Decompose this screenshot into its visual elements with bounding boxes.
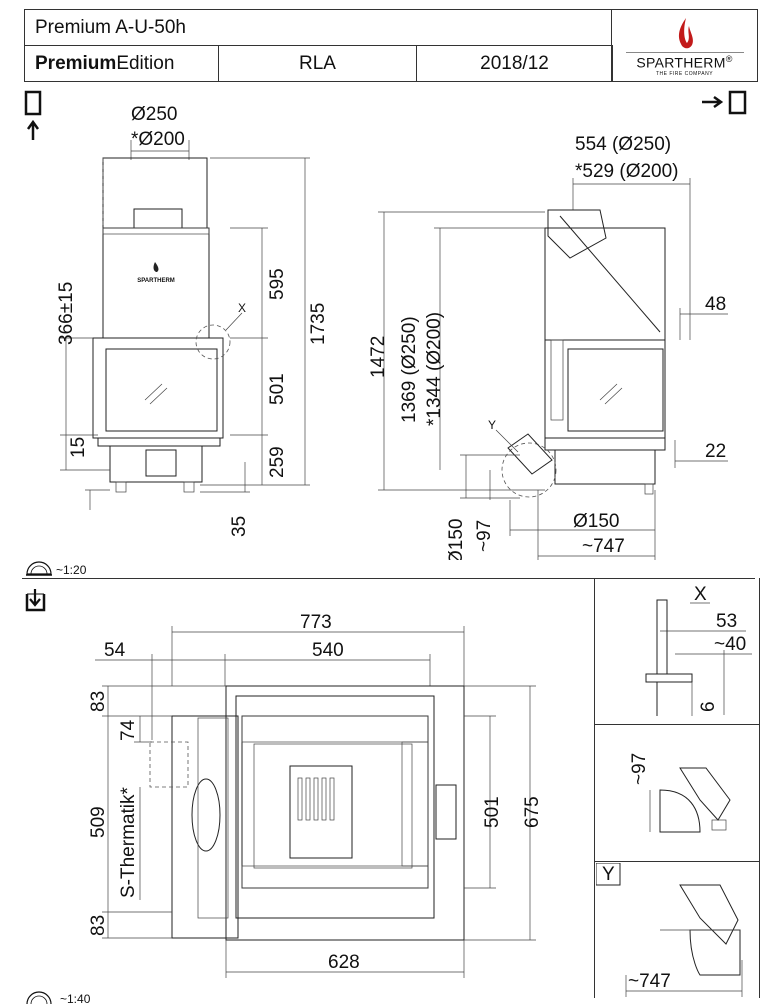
detail-y-drawing: Y ~747 [596,863,743,997]
edition-rest: Edition [116,52,175,74]
dim-1369: 1369 (Ø250) [399,316,420,423]
dim-554: 554 (Ø250) [575,134,671,155]
date-cell: 2018/12 [416,45,613,82]
dim-83-bottom: 83 [88,915,109,936]
brand-name: SPARTHERM® [636,54,733,71]
front-view-icon [24,90,42,140]
brand-cell: SPARTHERM® THE FIRE COMPANY [611,9,758,82]
plan-view-drawing: 773 54 540 83 74 509 S-Thermatik* [88,612,543,978]
scale-label: ~1:20 [56,563,87,577]
dim-509: 509 [88,806,109,838]
dim-595: 595 [267,268,288,300]
dim-35: 35 [229,516,250,537]
dim-74: 74 [118,719,139,741]
variant: RLA [299,52,336,74]
dim-1344: *1344 (Ø200) [424,312,445,426]
flue-main-label: Ø250 [131,104,177,125]
dim-366: 366±15 [56,282,77,345]
flame-icon [678,18,693,49]
dim-83-top: 83 [88,691,109,712]
front-logo: SPARTHERM [137,278,175,284]
s-thermatik-label: S-Thermatik* [118,787,139,898]
section-divider [22,578,755,579]
dim-1735: 1735 [308,303,329,345]
dim-529: *529 (Ø200) [575,161,679,182]
dim-40: ~40 [714,634,746,655]
scale-icon [26,561,52,576]
grate-bars [297,777,335,821]
dim-773: 773 [300,612,332,633]
detail-x-label: X [694,584,707,605]
flue-alt-label: *Ø200 [131,129,185,150]
detail-97-drawing: ~97 [629,753,731,833]
dim-22: 22 [705,441,726,462]
dim-48: 48 [705,294,726,315]
side-view-drawing: 554 (Ø250) *529 (Ø200) Y 48 22 1472 1369… [368,134,728,560]
dim-501-front: 501 [267,373,288,405]
dim-54: 54 [104,640,126,661]
dim-675: 675 [522,796,543,828]
front-detail-x-label: X [238,301,246,315]
side-detail-y-label: Y [488,418,496,432]
date: 2018/12 [480,52,549,74]
front-view-drawing: Ø250 *Ø200 SPARTHERM X 595 501 259 1735 … [56,104,329,537]
dim-501-plan: 501 [482,796,503,828]
dim-97-detail: ~97 [629,753,650,785]
brand-tagline: THE FIRE COMPANY [655,71,714,77]
dim-15: 15 [68,437,89,458]
dim-540: 540 [312,640,344,661]
scale-icon-2 [26,991,52,1004]
dim-150-vertical: Ø150 [446,519,467,560]
model-name: Premium A-U-50h [35,16,186,38]
dim-628: 628 [328,952,360,973]
model-cell: Premium A-U-50h [24,9,612,46]
dim-747-side: ~747 [582,536,625,557]
side-view-icon [702,90,747,115]
dim-150-horizontal: Ø150 [573,511,619,532]
dim-259: 259 [267,446,288,478]
dim-97-side: ~97 [474,520,495,552]
detail-y-label: Y [602,864,615,885]
scale-label-2: ~1:40 [60,994,91,1004]
edition-bold: Premium [35,52,117,74]
variant-cell: RLA [218,45,417,82]
dim-1472: 1472 [368,336,389,378]
detail-panel-border [594,578,760,998]
dim-53: 53 [716,611,737,632]
top-view-icon [25,589,46,612]
dim-6: 6 [698,701,719,712]
dim-747-detail: ~747 [628,971,671,992]
detail-x-drawing: X 53 ~40 6 [645,584,752,716]
